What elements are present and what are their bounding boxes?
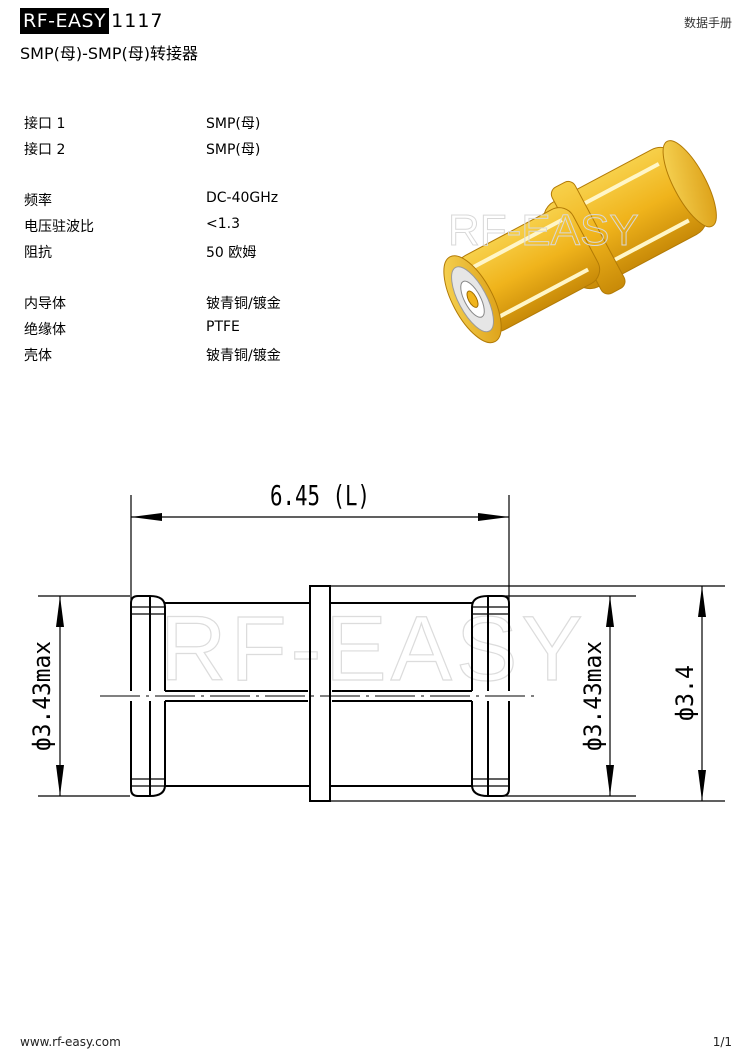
right-inner-diameter-label: ф3.43max [579, 641, 607, 751]
product-name: SMP(母)-SMP(母)转接器 [20, 44, 198, 63]
photo-watermark: RF-EASY [448, 206, 639, 255]
spec-value-frequency: DC-40GHz [206, 190, 279, 206]
spec-value-interface-1: SMP(母) [206, 116, 261, 132]
spec-label-interface-1: 接口 1 [24, 116, 66, 132]
website-link[interactable]: www.rf-easy.com [20, 1035, 121, 1049]
spec-label-frequency: 频率 [24, 193, 52, 209]
connector-outline [130, 585, 510, 802]
spec-label-impedance: 阻抗 [24, 245, 52, 261]
length-dimension-label: 6.45 (L) [270, 479, 370, 512]
spec-label-interface-2: 接口 2 [24, 142, 66, 158]
part-number: 1117 [111, 10, 164, 32]
spec-value-vswr: <1.3 [206, 216, 240, 232]
spec-value-interface-2: SMP(母) [206, 142, 261, 158]
technical-drawing: RF-EASY 6.45 (L) ф3.43max ф3.43max ф3.4 [28, 479, 725, 802]
spec-label-housing: 壳体 [24, 348, 52, 364]
outer-diameter-label: ф3.4 [671, 665, 699, 721]
brand-logo: RF-EASY [20, 8, 110, 34]
drawing-watermark: RF-EASY [160, 598, 587, 700]
left-diameter-label: ф3.43max [28, 641, 56, 751]
spec-label-inner-conductor: 内导体 [24, 296, 66, 312]
brand-title: RF-EASY 1117 [20, 8, 164, 34]
spec-label-vswr: 电压驻波比 [24, 219, 94, 235]
spec-value-impedance: 50 欧姆 [206, 245, 257, 261]
document-type: 数据手册 [683, 16, 732, 30]
spec-value-housing: 铍青铜/镀金 [206, 348, 281, 364]
connector-slots [131, 606, 509, 787]
spec-value-inner-conductor: 铍青铜/镀金 [206, 296, 281, 312]
spec-value-insulator: PTFE [206, 319, 240, 335]
spec-label-insulator: 绝缘体 [24, 322, 66, 338]
page-number: 1/1 [712, 1035, 732, 1049]
product-photo: RF-EASY [443, 140, 717, 344]
